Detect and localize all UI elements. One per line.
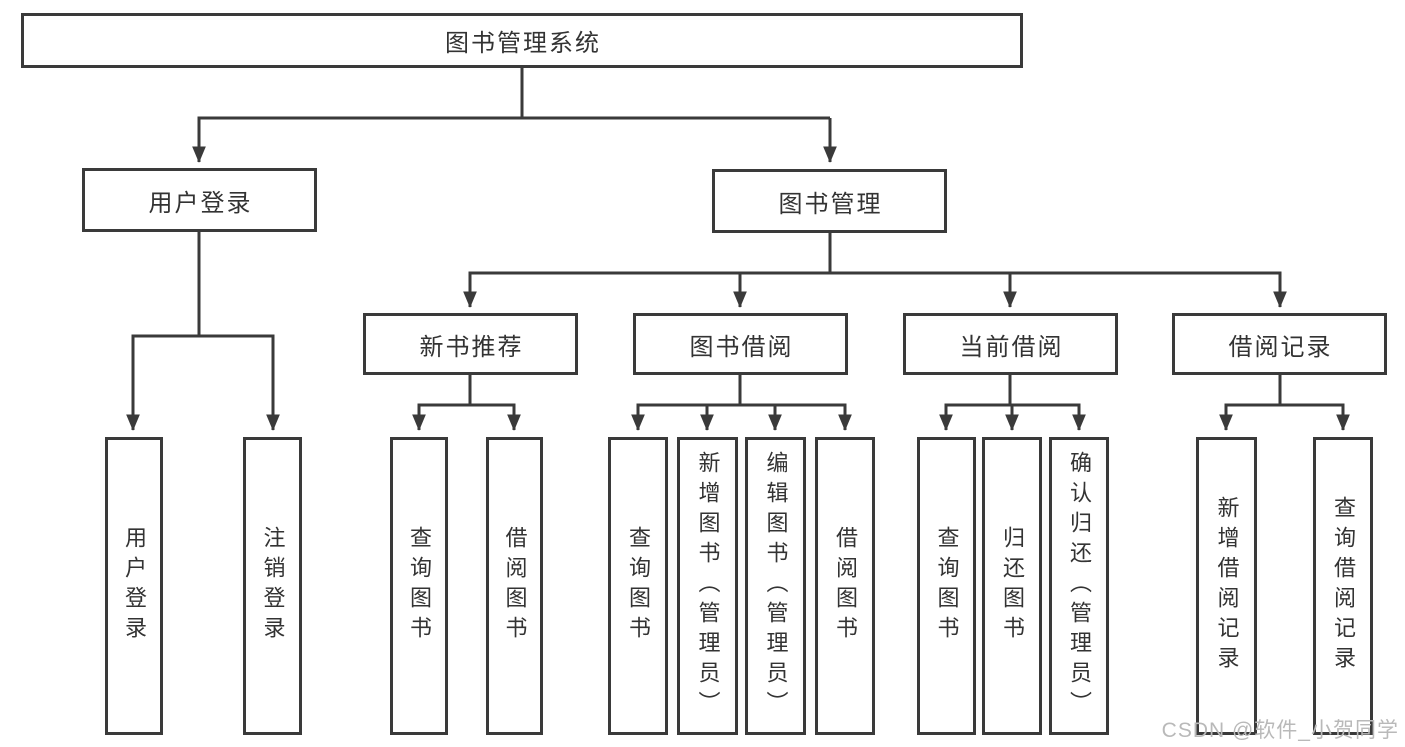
node-leaf-rec-borrow-books: 借阅图书 xyxy=(486,437,543,735)
node-leaf-bb-borrow-books: 借阅图书 xyxy=(815,437,875,735)
node-leaf-bb-edit-books-admin: 编辑图书（管理员） xyxy=(745,437,806,735)
node-label: 用户登录 xyxy=(122,526,147,646)
node-leaf-cb-confirm-return-admin: 确认归还（管理员） xyxy=(1049,437,1109,735)
node-label: 编辑图书（管理员） xyxy=(763,451,789,721)
node-label: 图书管理 xyxy=(778,190,883,218)
node-label: 查询图书 xyxy=(626,526,651,646)
node-label: 图书借阅 xyxy=(689,333,794,361)
node-library-management-system: 图书管理系统 xyxy=(21,13,1023,68)
node-label: 借阅图书 xyxy=(502,526,528,646)
node-leaf-logout: 注销登录 xyxy=(243,437,302,735)
node-label: 查询图书 xyxy=(407,526,432,646)
node-label: 查询图书 xyxy=(934,526,960,646)
node-label: 借阅图书 xyxy=(833,526,858,646)
node-label: 新书推荐 xyxy=(419,333,524,361)
node-label: 当前借阅 xyxy=(959,333,1064,361)
node-leaf-cb-return-books: 归还图书 xyxy=(982,437,1042,735)
node-leaf-br-query-record: 查询借阅记录 xyxy=(1313,437,1373,735)
node-label: 注销登录 xyxy=(260,526,286,646)
node-leaf-cb-query-books: 查询图书 xyxy=(917,437,976,735)
node-leaf-br-add-record: 新增借阅记录 xyxy=(1196,437,1257,735)
node-label: 新增借阅记录 xyxy=(1214,496,1240,676)
node-borrowing-records: 借阅记录 xyxy=(1172,313,1387,375)
node-label: 确认归还（管理员） xyxy=(1067,451,1092,721)
node-leaf-user-login: 用户登录 xyxy=(105,437,163,735)
node-label: 图书管理系统 xyxy=(445,30,601,57)
node-label: 借阅记录 xyxy=(1228,333,1333,361)
node-label: 归还图书 xyxy=(1000,526,1025,646)
node-new-book-recommend: 新书推荐 xyxy=(363,313,578,375)
node-leaf-rec-query-books: 查询图书 xyxy=(390,437,448,735)
node-label: 查询借阅记录 xyxy=(1331,496,1356,676)
node-leaf-bb-query-books: 查询图书 xyxy=(608,437,668,735)
node-book-management: 图书管理 xyxy=(712,169,947,233)
node-user-login: 用户登录 xyxy=(82,168,317,232)
node-label: 用户登录 xyxy=(148,189,253,217)
node-label: 新增图书（管理员） xyxy=(695,451,721,721)
node-book-borrowing: 图书借阅 xyxy=(633,313,848,375)
node-current-borrowing: 当前借阅 xyxy=(903,313,1118,375)
watermark-text: CSDN @软件_小贺同学 xyxy=(1161,719,1399,742)
node-leaf-bb-add-books-admin: 新增图书（管理员） xyxy=(677,437,738,735)
